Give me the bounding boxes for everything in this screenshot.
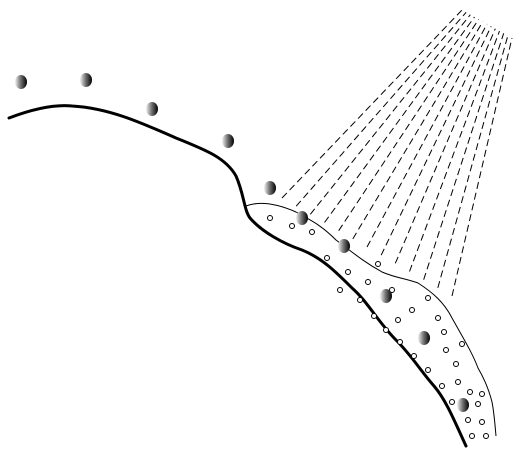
pore-circle (383, 327, 389, 333)
pore-circle (425, 367, 431, 373)
light-ray (324, 16, 475, 223)
pore-circle (324, 255, 330, 261)
light-ray (409, 30, 500, 272)
pore-circle (453, 361, 459, 367)
pore-circle (309, 229, 315, 235)
pore-circle (465, 417, 471, 423)
ball-above-surface (80, 73, 92, 87)
pore-circle (357, 297, 363, 303)
light-ray (295, 12, 467, 207)
pore-circle (397, 339, 403, 345)
pore-circle (435, 315, 441, 321)
light-ray (451, 37, 513, 297)
light-ray (309, 14, 471, 215)
pore-circle (455, 379, 461, 385)
light-ray (366, 23, 488, 248)
pore-circle (483, 433, 489, 439)
pore-circle (267, 215, 273, 221)
pore-circle (441, 329, 447, 335)
pore-circle (389, 287, 395, 293)
pore-circle (469, 433, 475, 439)
pore-circle (375, 261, 381, 267)
pore-circle (365, 279, 371, 285)
ball-inside-layer (418, 331, 430, 345)
pore-circle (337, 287, 343, 293)
pore-circle (345, 269, 351, 275)
pore-circle (449, 399, 455, 405)
pore-circle (475, 401, 481, 407)
pore-circle (479, 419, 485, 425)
ball-inside-layer (338, 239, 350, 253)
pore-circle (289, 223, 295, 229)
pore-circle (395, 317, 401, 323)
light-ray (437, 35, 509, 288)
light-rays (281, 9, 513, 297)
porous-layer-particles (267, 215, 489, 439)
layer-outline (245, 202, 497, 437)
pore-circle (425, 295, 431, 301)
ball-above-surface (264, 181, 276, 195)
ball-above-surface (15, 75, 27, 89)
pore-circle (459, 341, 465, 347)
light-ray (380, 26, 492, 256)
pore-circle (411, 353, 417, 359)
pore-circle (439, 383, 445, 389)
ground-surface-line (7, 104, 468, 448)
pore-circle (479, 391, 485, 397)
pore-circle (409, 307, 415, 313)
pore-circle (371, 313, 377, 319)
ball-above-surface (222, 134, 234, 148)
ball-inside-layer (457, 398, 469, 412)
light-ray (352, 21, 484, 240)
pore-circle (467, 389, 473, 395)
pore-circle (443, 347, 449, 353)
ball-inside-layer (380, 289, 392, 303)
ball-above-surface (146, 102, 158, 116)
light-ray (423, 33, 505, 280)
light-ray (338, 19, 480, 231)
ball-above-surface (296, 211, 308, 225)
light-ray (394, 28, 496, 264)
ball-markers (15, 73, 469, 412)
